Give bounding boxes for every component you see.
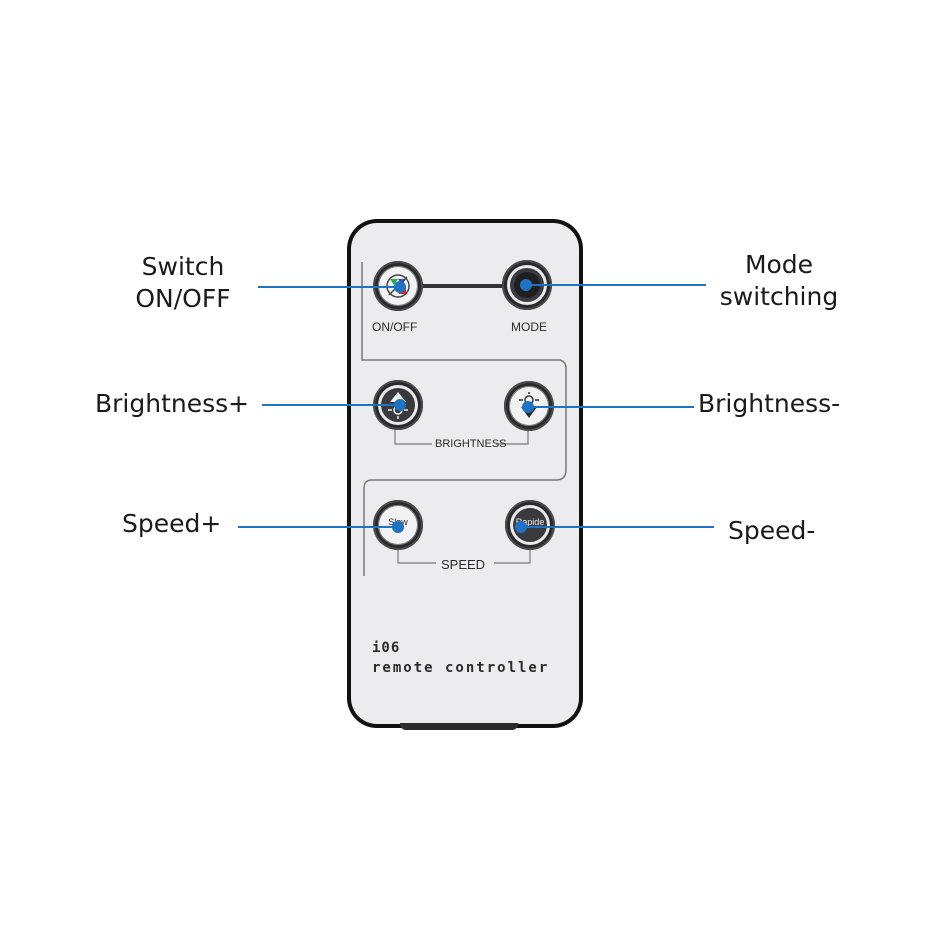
switch-callout-line2: ON/OFF (120, 283, 246, 315)
speed-minus-callout-dot (515, 521, 527, 533)
mode-callout-line1: Mode (704, 249, 854, 281)
switch-leader-line (258, 286, 400, 288)
brightness-plus-callout: Brightness+ (95, 388, 249, 420)
brightness-group-label: BRIGHTNESS (435, 438, 507, 450)
mode-callout-dot (520, 279, 532, 291)
speed-plus-leader-line (238, 526, 398, 528)
switch-callout: Switch ON/OFF (120, 251, 246, 315)
speed-rapide-button[interactable]: Rapide (505, 500, 555, 550)
brightness-minus-callout-dot (522, 401, 534, 413)
mode-button-label: MODE (511, 320, 547, 334)
speed-plus-callout: Speed+ (122, 508, 221, 540)
mode-callout: Mode switching (704, 249, 854, 313)
speed-minus-leader-line (521, 526, 714, 528)
speed-group-label: SPEED (441, 557, 485, 572)
mode-callout-line2: switching (704, 281, 854, 313)
switch-callout-dot (394, 281, 406, 293)
brightness-minus-callout: Brightness- (698, 388, 840, 420)
switch-callout-line1: Switch (120, 251, 246, 283)
speed-plus-callout-dot (392, 521, 404, 533)
on-off-button-label: ON/OFF (372, 320, 417, 334)
mode-leader-line (526, 284, 706, 286)
speed-minus-callout: Speed- (728, 515, 815, 547)
brightness-plus-callout-dot (394, 399, 406, 411)
brightness-plus-leader-line (262, 404, 400, 406)
brightness-minus-leader-line (528, 406, 694, 408)
remote-name-text: remote controller (372, 660, 549, 676)
remote-model-text: i06 (372, 640, 400, 656)
